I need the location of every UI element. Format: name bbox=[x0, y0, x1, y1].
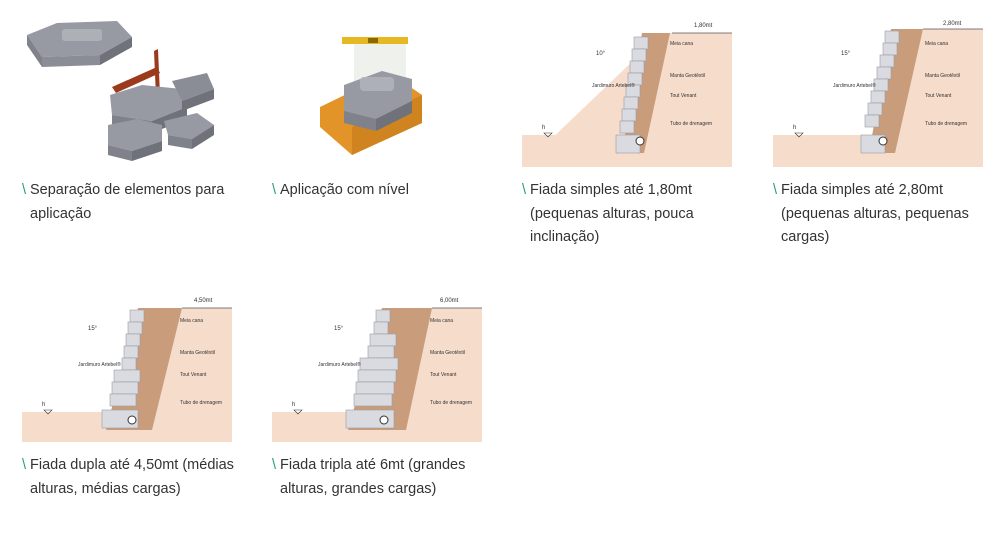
image-separacao-elementos bbox=[22, 15, 232, 167]
label-tout-venant: Tout Venant bbox=[430, 372, 457, 378]
diagram-fiada-simples-280: 2,80mt Meia cana Jardimuro Artebel® Mant… bbox=[773, 15, 983, 167]
angle-label: 15° bbox=[88, 326, 98, 332]
label-meia-cana: Meia cana bbox=[430, 318, 453, 324]
gallery-item-separacao: \ Separação de elementos para aplicação bbox=[22, 15, 237, 226]
caption-mark: \ bbox=[773, 182, 778, 198]
gallery-item-fiada-simples-180: 1,80mt Meia cana Jardimuro Artebel® Mant… bbox=[522, 15, 737, 250]
gallery-item-fiada-simples-280: 2,80mt Meia cana Jardimuro Artebel® Mant… bbox=[773, 15, 988, 250]
caption-text: Fiada simples até 2,80mt (pequenas altur… bbox=[781, 182, 969, 245]
caption-mark: \ bbox=[272, 457, 277, 473]
label-tubo: Tubo de drenagem bbox=[925, 121, 967, 127]
gallery-item-fiada-tripla-6: 6,00mt Meia cana Jardimuro Artebel® Mant… bbox=[272, 290, 487, 501]
label-tout-venant: Tout Venant bbox=[925, 93, 952, 99]
gallery-item-fiada-dupla-450: 4,50mt Meia cana Jardimuro Artebel® Mant… bbox=[22, 290, 237, 501]
label-tout-venant: Tout Venant bbox=[180, 372, 207, 378]
height-label: 1,80mt bbox=[694, 23, 713, 29]
label-jardimuro: Jardimuro Artebel® bbox=[833, 82, 876, 89]
label-meia-cana: Meia cana bbox=[180, 318, 203, 324]
angle-label: 15° bbox=[334, 326, 344, 332]
caption-text: Fiada simples até 1,80mt (pequenas altur… bbox=[530, 182, 694, 245]
label-manta: Manta Geotêxtil bbox=[180, 350, 215, 356]
caption-text: Fiada tripla até 6mt (grandes alturas, g… bbox=[280, 457, 466, 497]
label-jardimuro: Jardimuro Artebel® bbox=[78, 361, 121, 368]
label-tubo: Tubo de drenagem bbox=[180, 400, 222, 406]
height-label: 6,00mt bbox=[440, 298, 459, 304]
label-manta: Manta Geotêxtil bbox=[670, 73, 705, 79]
water-label: h bbox=[292, 402, 295, 408]
diagram-fiada-dupla-450: 4,50mt Meia cana Jardimuro Artebel® Mant… bbox=[22, 290, 232, 442]
label-tubo: Tubo de drenagem bbox=[430, 400, 472, 406]
gallery-item-aplicacao-nivel: \ Aplicação com nível bbox=[272, 15, 487, 203]
angle-label: 15° bbox=[841, 51, 851, 57]
image-aplicacao-nivel bbox=[272, 15, 482, 167]
label-meia-cana: Meia cana bbox=[670, 41, 693, 47]
caption-mark: \ bbox=[522, 182, 527, 198]
caption-mark: \ bbox=[22, 457, 27, 473]
caption-mark: \ bbox=[22, 182, 27, 198]
angle-label: 10° bbox=[596, 51, 606, 57]
caption-mark: \ bbox=[272, 182, 277, 198]
height-label: 2,80mt bbox=[943, 21, 962, 27]
label-jardimuro: Jardimuro Artebel® bbox=[318, 361, 361, 368]
diagram-fiada-tripla-6: 6,00mt Meia cana Jardimuro Artebel® Mant… bbox=[272, 290, 482, 442]
water-label: h bbox=[793, 125, 796, 131]
label-manta: Manta Geotêxtil bbox=[430, 350, 465, 356]
caption-text: Separação de elementos para aplicação bbox=[30, 182, 225, 222]
water-label: h bbox=[42, 402, 45, 408]
caption-text: Aplicação com nível bbox=[280, 182, 409, 198]
label-meia-cana: Meia cana bbox=[925, 41, 948, 47]
water-label: h bbox=[542, 125, 545, 131]
label-manta: Manta Geotêxtil bbox=[925, 73, 960, 79]
label-jardimuro: Jardimuro Artebel® bbox=[592, 82, 635, 89]
diagram-fiada-simples-180: 1,80mt Meia cana Jardimuro Artebel® Mant… bbox=[522, 15, 732, 167]
caption-text: Fiada dupla até 4,50mt (médias alturas, … bbox=[30, 457, 234, 497]
label-tout-venant: Tout Venant bbox=[670, 93, 697, 99]
height-label: 4,50mt bbox=[194, 298, 213, 304]
label-tubo: Tubo de drenagem bbox=[670, 121, 712, 127]
